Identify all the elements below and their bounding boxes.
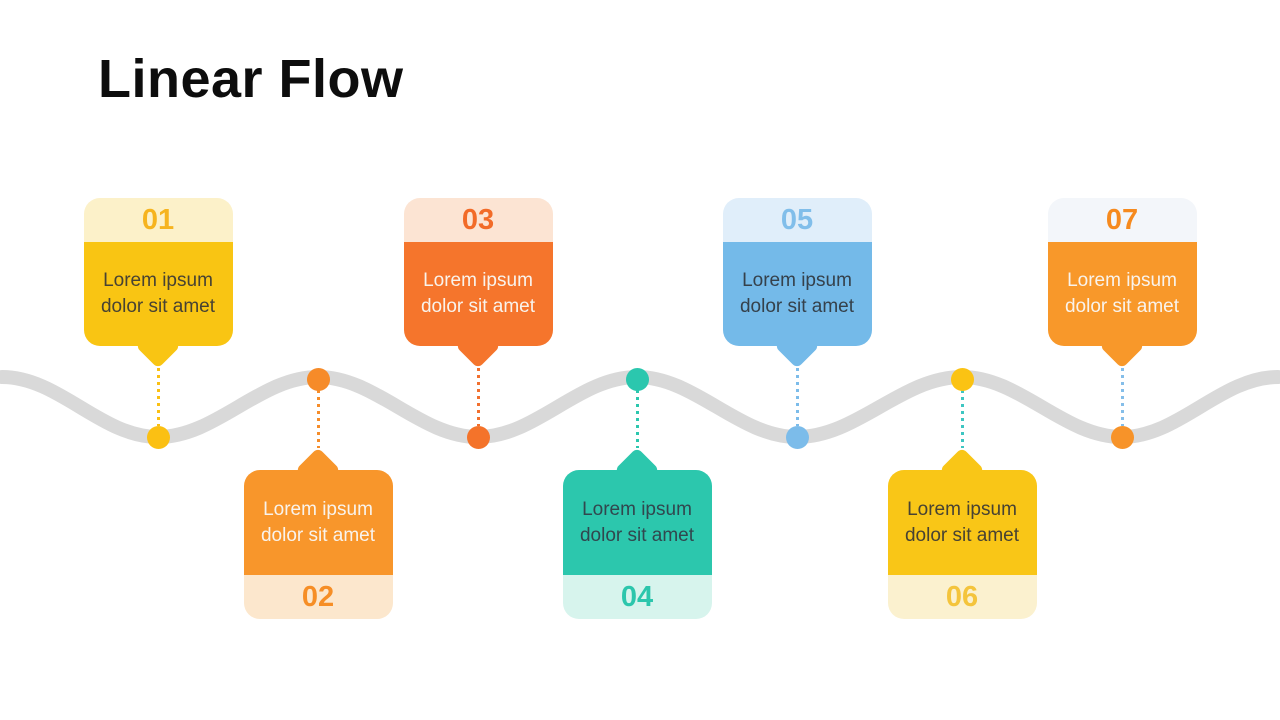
- timeline-dot: [950, 367, 974, 391]
- timeline-dot: [625, 367, 649, 391]
- step-label: Lorem ipsum dolor sit amet: [243, 470, 393, 575]
- dotted-connector: [635, 390, 639, 448]
- step-number-badge: 01: [83, 198, 233, 242]
- step-label: Lorem ipsum dolor sit amet: [722, 242, 872, 346]
- step-label: Lorem ipsum dolor sit amet: [403, 242, 553, 346]
- timeline-dot: [146, 425, 170, 449]
- dotted-connector: [156, 368, 160, 426]
- step-number-badge: 02: [243, 575, 393, 619]
- step-number-badge: 03: [403, 198, 553, 242]
- step-card: 03 Lorem ipsum dolor sit amet: [403, 198, 553, 346]
- step-card: 04 Lorem ipsum dolor sit amet: [562, 470, 712, 619]
- timeline-dot: [306, 367, 330, 391]
- dotted-connector: [476, 368, 480, 426]
- dotted-connector: [960, 390, 964, 448]
- step-card: 02 Lorem ipsum dolor sit amet: [243, 470, 393, 619]
- page-title: Linear Flow: [98, 49, 404, 109]
- step-card: 07 Lorem ipsum dolor sit amet: [1047, 198, 1197, 346]
- timeline-dot: [1110, 425, 1134, 449]
- step-card: 06 Lorem ipsum dolor sit amet: [887, 470, 1037, 619]
- step-card: 05 Lorem ipsum dolor sit amet: [722, 198, 872, 346]
- timeline-dot: [466, 425, 490, 449]
- step-number-badge: 07: [1047, 198, 1197, 242]
- step-number-badge: 06: [887, 575, 1037, 619]
- dotted-connector: [1120, 368, 1124, 426]
- step-label: Lorem ipsum dolor sit amet: [83, 242, 233, 346]
- step-label: Lorem ipsum dolor sit amet: [887, 470, 1037, 575]
- step-card: 01 Lorem ipsum dolor sit amet: [83, 198, 233, 346]
- step-number-badge: 05: [722, 198, 872, 242]
- dotted-connector: [316, 390, 320, 448]
- timeline-dot: [785, 425, 809, 449]
- dotted-connector: [795, 368, 799, 426]
- step-label: Lorem ipsum dolor sit amet: [1047, 242, 1197, 346]
- step-label: Lorem ipsum dolor sit amet: [562, 470, 712, 575]
- step-number-badge: 04: [562, 575, 712, 619]
